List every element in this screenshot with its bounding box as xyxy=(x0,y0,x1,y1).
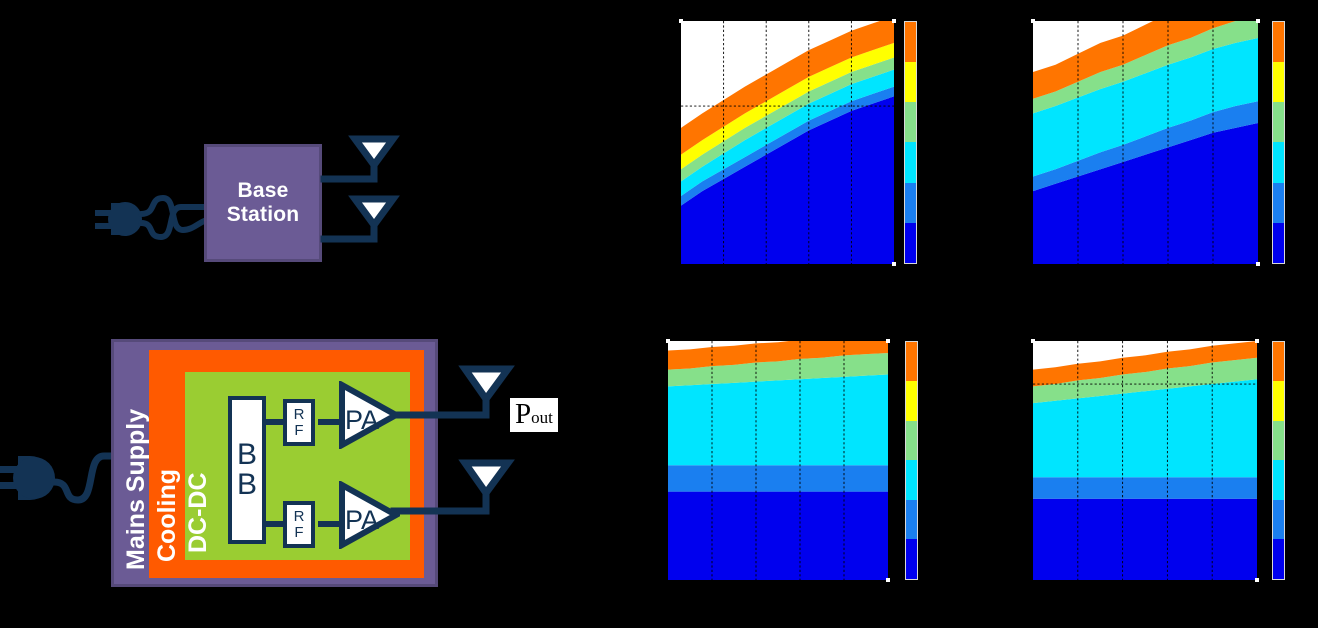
area-band-1-blue xyxy=(668,491,888,580)
colorbar-band-5 xyxy=(1273,381,1284,421)
chart-top-left[interactable] xyxy=(681,21,894,264)
colorbar-band-6 xyxy=(1273,342,1284,382)
chart-bottom-right[interactable] xyxy=(1033,341,1257,580)
chart-top-right-colorbar xyxy=(1272,21,1285,264)
chart-top-right-corner-tl xyxy=(1031,19,1035,23)
area-band-1-blue xyxy=(1033,498,1257,580)
area-band-2-dodger xyxy=(1033,477,1257,499)
chart-bottom-left-corner-tr xyxy=(886,339,890,343)
output-power-label: Pout xyxy=(510,398,558,432)
colorbar-band-3 xyxy=(1273,142,1284,183)
colorbar-band-1 xyxy=(906,539,917,579)
detailed-station-plug-wire xyxy=(0,452,125,504)
colorbar-band-6 xyxy=(906,342,917,382)
power-amplifier-1-label: PA xyxy=(345,405,380,435)
colorbar-band-3 xyxy=(1273,460,1284,500)
detailed-station-antennas xyxy=(390,365,515,515)
chart-top-left-corner-tr xyxy=(892,19,896,23)
chart-top-right[interactable] xyxy=(1033,21,1258,264)
rf-block-2[interactable]: R F xyxy=(283,501,315,548)
power-amplifier-2[interactable] xyxy=(338,481,400,549)
area-band-4-green xyxy=(1033,21,1258,114)
chart-top-left-canvas xyxy=(681,21,894,264)
rf-block-1[interactable]: R F xyxy=(283,399,315,446)
chart-top-right-canvas xyxy=(1033,21,1258,264)
colorbar-band-2 xyxy=(1273,182,1284,223)
power-amplifier-1[interactable] xyxy=(338,381,400,449)
base-station-label: Base Station xyxy=(226,179,300,226)
area-band-2-dodger xyxy=(668,465,888,492)
area-band-6-orange xyxy=(1033,21,1236,99)
colorbar-band-4 xyxy=(906,420,917,461)
label-cooling: Cooling xyxy=(153,468,181,562)
label-mains-supply: Mains Supply xyxy=(122,408,150,570)
chart-top-right-corner-tr xyxy=(1256,19,1260,23)
base-station-antennas xyxy=(320,135,400,243)
colorbar-band-6 xyxy=(1273,22,1284,63)
area-band-5-yellow xyxy=(681,42,894,170)
chart-bottom-left[interactable] xyxy=(668,341,888,580)
area-band-6-orange xyxy=(681,21,894,155)
chart-top-left-corner-br xyxy=(892,262,896,266)
area-band-4-green xyxy=(1033,357,1257,404)
power-amplifier-2-label: PA xyxy=(345,505,380,535)
base-station-plug-wire xyxy=(95,194,210,241)
colorbar-band-2 xyxy=(905,182,916,223)
chart-bottom-left-corner-tl xyxy=(666,339,670,343)
area-band-2-dodger xyxy=(681,86,894,206)
area-band-4-green xyxy=(681,57,894,182)
label-dc-dc: DC-DC xyxy=(184,472,212,553)
chart-bottom-left-corner-br xyxy=(886,578,890,582)
output-power-subscript: out xyxy=(531,408,553,427)
area-band-3-cyan xyxy=(681,69,894,196)
colorbar-band-3 xyxy=(905,142,916,183)
chart-bottom-left-canvas xyxy=(668,341,888,580)
area-band-3-cyan xyxy=(668,374,888,466)
area-band-6-orange xyxy=(668,341,888,370)
colorbar-band-4 xyxy=(1273,420,1284,461)
chart-bottom-right-corner-tr xyxy=(1255,339,1259,343)
area-band-3-cyan xyxy=(1033,379,1257,478)
area-band-1-blue xyxy=(681,96,894,264)
colorbar-band-5 xyxy=(905,62,916,103)
chart-top-left-corner-tl xyxy=(679,19,683,23)
colorbar-band-5 xyxy=(906,381,917,421)
base-station-box[interactable]: Base Station xyxy=(204,144,322,262)
chart-bottom-right-corner-tl xyxy=(1031,339,1035,343)
area-band-3-cyan xyxy=(1033,38,1258,177)
chart-top-left-colorbar xyxy=(904,21,917,264)
output-power-base: P xyxy=(515,398,532,430)
chart-bottom-right-corner-br xyxy=(1255,578,1259,582)
internal-signal-wires xyxy=(262,419,342,527)
area-band-2-dodger xyxy=(1033,101,1258,192)
chart-bottom-right-canvas xyxy=(1033,341,1257,580)
colorbar-band-2 xyxy=(906,499,917,540)
colorbar-band-1 xyxy=(1273,539,1284,579)
colorbar-band-5 xyxy=(1273,62,1284,103)
chart-bottom-right-colorbar xyxy=(1272,341,1285,580)
chart-top-right-corner-br xyxy=(1256,262,1260,266)
colorbar-band-1 xyxy=(1273,222,1284,263)
area-band-4-green xyxy=(668,352,888,387)
chart-bottom-left-colorbar xyxy=(905,341,918,580)
colorbar-band-6 xyxy=(905,22,916,63)
colorbar-band-4 xyxy=(1273,102,1284,143)
colorbar-band-4 xyxy=(905,102,916,143)
baseband-block[interactable]: B B xyxy=(228,396,266,544)
colorbar-band-3 xyxy=(906,460,917,500)
area-band-1-blue xyxy=(1033,123,1258,264)
colorbar-band-1 xyxy=(905,222,916,263)
colorbar-band-2 xyxy=(1273,499,1284,540)
area-band-6-orange xyxy=(1033,341,1257,387)
